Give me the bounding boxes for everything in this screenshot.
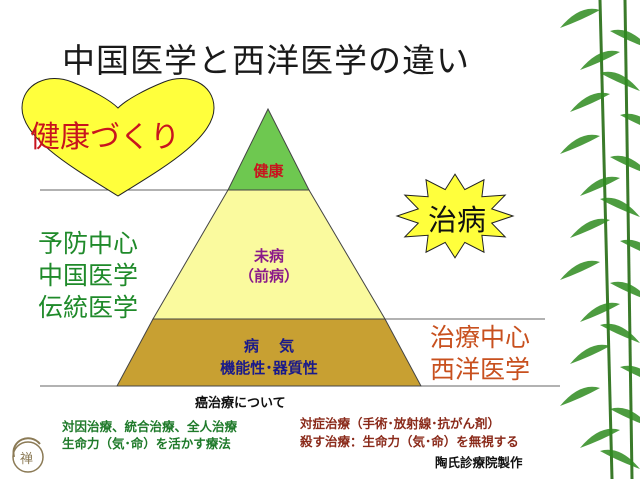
heart-shape	[21, 77, 215, 197]
pyramid-bottom-tier	[116, 318, 422, 387]
bamboo-leaf	[610, 407, 640, 424]
pyramid-bottom-sublabel: 機能性･器質性	[220, 359, 318, 377]
left-note-2: 生命力（気･命）を活かす療法	[62, 436, 231, 451]
bamboo-leaf	[600, 323, 640, 343]
right-label-western-medicine: 西洋医学	[430, 355, 531, 384]
pyramid-middle-label: 未病	[253, 247, 284, 265]
bamboo-leaf	[620, 239, 640, 251]
bamboo-leaf	[560, 260, 600, 280]
starburst-label: 治病	[428, 203, 487, 237]
right-label-treatment: 治療中心	[430, 323, 531, 352]
bamboo-decoration	[560, 0, 640, 479]
bamboo-leaf	[560, 134, 600, 154]
bamboo-leaf	[620, 113, 640, 125]
bamboo-leaf	[580, 302, 620, 322]
credit-label: 陶氏診療院製作	[435, 455, 523, 470]
bamboo-leaf	[580, 176, 620, 196]
bamboo-leaf	[600, 71, 640, 91]
left-note-1: 対因治療、統合治療、全人治療	[62, 419, 238, 434]
heart-label: 健康づくり	[30, 120, 180, 155]
bamboo-leaf	[560, 8, 600, 29]
bamboo-stem	[623, 0, 634, 479]
bamboo-leaf	[570, 92, 610, 112]
starburst-shape	[395, 173, 515, 259]
bamboo-leaf	[610, 155, 640, 172]
pyramid-middle-sublabel: （前病）	[238, 267, 299, 285]
page-title: 中国医学と西洋医学の違い	[62, 41, 470, 80]
bamboo-leaf	[560, 386, 600, 406]
zen-logo-icon	[12, 437, 44, 473]
bamboo-stem	[598, 0, 614, 479]
bamboo-leaf	[570, 218, 610, 238]
left-label-traditional-medicine: 伝統医学	[38, 293, 139, 322]
right-note-1: 対症治療（手術･放射線･抗がん剤）	[300, 416, 501, 431]
bamboo-leaf	[600, 197, 640, 217]
bamboo-leaf	[580, 50, 620, 70]
left-label-prevention: 予防中心	[38, 229, 139, 258]
left-label-chinese-medicine: 中国医学	[38, 261, 139, 290]
bamboo-leaf	[610, 29, 640, 46]
bamboo-leaf	[610, 281, 640, 298]
cancer-treatment-label: 癌治療について	[195, 396, 286, 411]
pyramid-top-label: 健康	[253, 162, 284, 180]
bamboo-leaf	[600, 449, 640, 469]
zen-logo-glyph: 禅	[20, 452, 34, 467]
bamboo-leaf	[580, 428, 620, 448]
bamboo-leaf	[620, 365, 640, 377]
bamboo-leaf	[570, 344, 610, 364]
right-note-2: 殺す治療：生命力（気･命）を無視する	[300, 434, 519, 449]
pyramid-bottom-label: 病 気	[243, 337, 295, 355]
